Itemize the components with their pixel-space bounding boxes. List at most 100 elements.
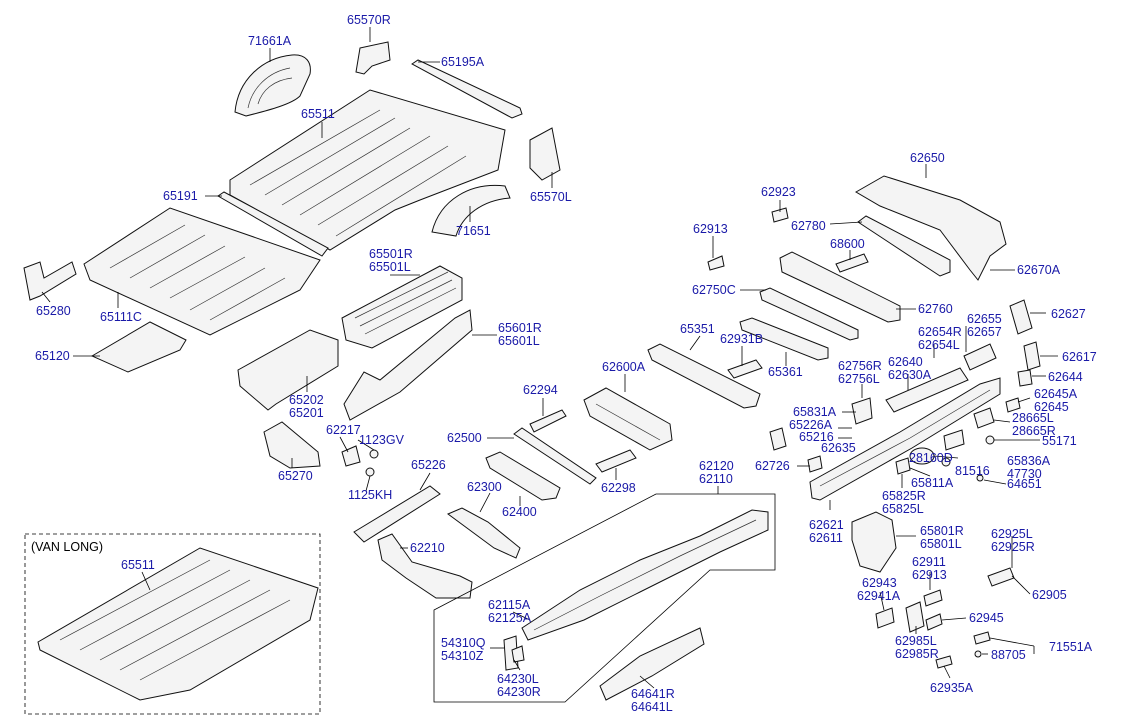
part-label-62935A[interactable]: 62935A [930, 681, 974, 695]
part-label-62655[interactable]: 62655 [967, 312, 1002, 326]
part-label-62913-lower[interactable]: 62913 [912, 568, 947, 582]
part-label-62670A[interactable]: 62670A [1017, 263, 1061, 277]
part-label-28160D[interactable]: 28160D [909, 451, 953, 465]
part-label-65511[interactable]: 65511 [301, 107, 335, 121]
part-label-62756L[interactable]: 62756L [838, 372, 880, 386]
part-label-62300[interactable]: 62300 [467, 480, 502, 494]
part-label-62923[interactable]: 62923 [761, 185, 796, 199]
part-label-65226A[interactable]: 65226A [789, 418, 833, 432]
part-label-65111C[interactable]: 65111C [100, 310, 142, 324]
part-label-62726[interactable]: 62726 [755, 459, 790, 473]
part-label-62911[interactable]: 62911 [912, 555, 946, 569]
frames [24, 493, 776, 715]
part-label-64651[interactable]: 64651 [1007, 477, 1042, 491]
part-label-64230R[interactable]: 64230R [497, 685, 541, 699]
part-label-62654R[interactable]: 62654R [918, 325, 962, 339]
part-label-65270[interactable]: 65270 [278, 469, 313, 483]
part-label-62913-upper[interactable]: 62913 [693, 222, 728, 236]
part-label-47730[interactable]: 47730 [1007, 467, 1042, 481]
part-label-62110[interactable]: 62110 [699, 472, 733, 486]
part-label-55171[interactable]: 55171 [1042, 434, 1077, 448]
part-label-62115A[interactable]: 62115A [488, 598, 531, 612]
part-label-1125KH[interactable]: 1125KH [348, 488, 392, 502]
part-label-28665R[interactable]: 28665R [1012, 424, 1056, 438]
van-long-frame [24, 533, 321, 715]
part-label-62630A[interactable]: 62630A [888, 368, 932, 382]
part-label-65601R[interactable]: 65601R [498, 321, 542, 335]
part-label-71651[interactable]: 71651 [456, 224, 491, 238]
part-label-62756R[interactable]: 62756R [838, 359, 882, 373]
part-label-62985R[interactable]: 62985R [895, 647, 939, 661]
part-label-62621[interactable]: 62621 [809, 518, 844, 532]
part-label-62925L[interactable]: 62925L [991, 527, 1033, 541]
part-label-28665L[interactable]: 28665L [1012, 411, 1054, 425]
part-label-65811A[interactable]: 65811A [911, 476, 954, 490]
part-label-62945[interactable]: 62945 [969, 611, 1004, 625]
part-label-65191[interactable]: 65191 [163, 189, 198, 203]
part-label-65351[interactable]: 65351 [680, 322, 715, 336]
part-label-62400[interactable]: 62400 [502, 505, 537, 519]
part-label-65570L[interactable]: 65570L [530, 190, 572, 204]
part-label-62600A[interactable]: 62600A [602, 360, 646, 374]
part-label-54310Z[interactable]: 54310Z [441, 649, 484, 663]
part-label-62780[interactable]: 62780 [791, 219, 826, 233]
part-label-65511-van[interactable]: 65511 [121, 558, 155, 572]
part-label-62627[interactable]: 62627 [1051, 307, 1086, 321]
part-label-64230L[interactable]: 64230L [497, 672, 539, 686]
part-label-65801R[interactable]: 65801R [920, 524, 964, 538]
part-label-64641R[interactable]: 64641R [631, 687, 675, 701]
part-label-62298[interactable]: 62298 [601, 481, 636, 495]
part-label-62760[interactable]: 62760 [918, 302, 953, 316]
part-label-65216[interactable]: 65216 [799, 430, 834, 444]
part-label-62125A[interactable]: 62125A [488, 611, 532, 625]
part-label-62644[interactable]: 62644 [1048, 370, 1083, 384]
part-label-62650[interactable]: 62650 [910, 151, 945, 165]
part-label-62985L[interactable]: 62985L [895, 634, 937, 648]
part-label-62750C[interactable]: 62750C [692, 283, 736, 297]
part-label-65202[interactable]: 65202 [289, 393, 324, 407]
part-label-65120[interactable]: 65120 [35, 349, 70, 363]
part-label-65501L[interactable]: 65501L [369, 260, 411, 274]
part-label-65836A[interactable]: 65836A [1007, 454, 1051, 468]
part-label-68600[interactable]: 68600 [830, 237, 865, 251]
part-label-65831A[interactable]: 65831A [793, 405, 837, 419]
part-label-65570R[interactable]: 65570R [347, 13, 391, 27]
part-label-54310Q[interactable]: 54310Q [441, 636, 486, 650]
part-label-62925R[interactable]: 62925R [991, 540, 1035, 554]
part-label-62294[interactable]: 62294 [523, 383, 558, 397]
part-label-1123GV[interactable]: 1123GV [359, 433, 405, 447]
part-label-62611[interactable]: 62611 [809, 531, 843, 545]
part-label-71551A[interactable]: 71551A [1049, 640, 1093, 654]
part-label-65195A[interactable]: 65195A [441, 55, 485, 69]
part-label-62217[interactable]: 62217 [326, 423, 361, 437]
part-label-62931B[interactable]: 62931B [720, 332, 763, 346]
part-label-65825R[interactable]: 65825R [882, 489, 926, 503]
part-label-62617[interactable]: 62617 [1062, 350, 1097, 364]
part-illustrations [23, 41, 1041, 701]
part-label-65201[interactable]: 65201 [289, 406, 324, 420]
part-label-62654L[interactable]: 62654L [918, 338, 960, 352]
part-label-65825L[interactable]: 65825L [882, 502, 924, 516]
part-label-64641L[interactable]: 64641L [631, 700, 673, 714]
part-label-62657[interactable]: 62657 [967, 325, 1002, 339]
part-label-81516[interactable]: 81516 [955, 464, 990, 478]
part-label-65601L[interactable]: 65601L [498, 334, 540, 348]
part-label-65361[interactable]: 65361 [768, 365, 803, 379]
part-label-62905[interactable]: 62905 [1032, 588, 1067, 602]
part-label-62640[interactable]: 62640 [888, 355, 923, 369]
part-label-62635[interactable]: 62635 [821, 441, 856, 455]
part-label-62645A[interactable]: 62645A [1034, 387, 1078, 401]
part-label-62943[interactable]: 62943 [862, 576, 897, 590]
part-label-88705[interactable]: 88705 [991, 648, 1026, 662]
part-label-62210[interactable]: 62210 [410, 541, 445, 555]
part-label-65501R[interactable]: 65501R [369, 247, 413, 261]
part-label-62500[interactable]: 62500 [447, 431, 482, 445]
part-label-62645[interactable]: 62645 [1034, 400, 1069, 414]
part-label-62120[interactable]: 62120 [699, 459, 734, 473]
part-label-65801L[interactable]: 65801L [920, 537, 962, 551]
part-label-65226[interactable]: 65226 [411, 458, 446, 472]
part-label-65280[interactable]: 65280 [36, 304, 71, 318]
part-label-71661A[interactable]: 71661A [248, 34, 292, 48]
part-label-62941A[interactable]: 62941A [857, 589, 901, 603]
